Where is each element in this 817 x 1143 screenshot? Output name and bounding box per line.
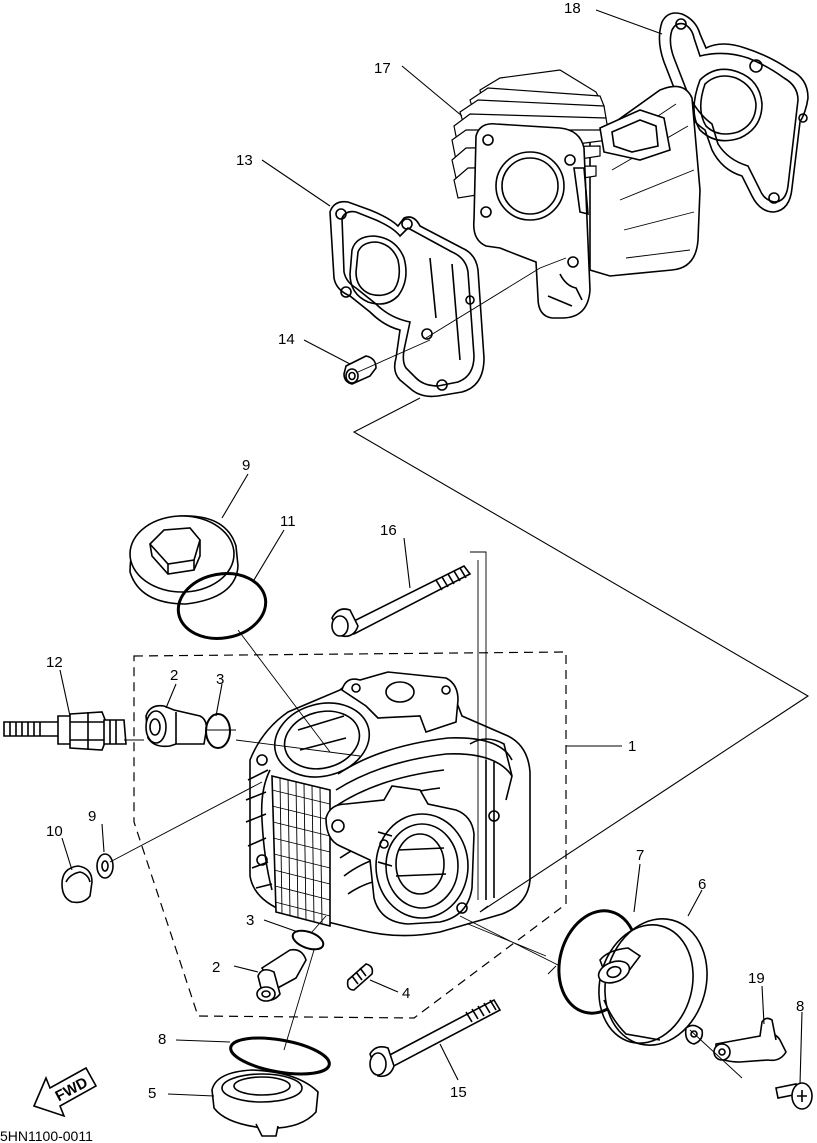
drawing-code: 5HN1100-0011 [0,1128,93,1143]
part-13-gasket [329,200,485,398]
callout-numbers: 18 17 13 14 9 11 16 12 2 3 1 9 10 3 2 4 … [46,0,804,1102]
callout-17: 17 [374,60,391,77]
part-8-cap-top [129,515,239,605]
part-10-washer [96,853,114,879]
callout-1: 1 [628,738,636,755]
callout-9-lower: 8 [158,1031,166,1048]
part-18-gasket [658,12,809,213]
callout-8-top: 9 [242,457,250,474]
callout-5: 6 [698,876,706,893]
part-9-oring-lower [229,1036,331,1076]
callout-12: 12 [46,654,63,671]
callout-15: 15 [450,1084,467,1101]
part-15-bolt [369,998,502,1078]
forward-direction-arrow: FWD [32,1066,98,1118]
callout-16: 16 [380,522,397,539]
part-12-spark-plug [3,711,127,751]
part-1-cylinder-head [133,651,567,1019]
part-11-cap-nut [61,865,93,904]
part-17-cylinder [451,69,701,319]
callout-7: 8 [796,998,804,1015]
part-4-stud [346,963,374,991]
reference-lines [109,257,810,1079]
callout-9-top: 11 [280,513,296,530]
part-2-fitting-upper [145,704,208,748]
callout-3-lower: 3 [246,912,254,929]
callout-leaders [59,9,803,1097]
callout-6: 7 [636,847,644,864]
callout-2-upper: 2 [170,667,178,684]
callout-3-upper: 3 [216,671,224,688]
callout-10: 9 [88,808,96,825]
part-5-cover [597,918,708,1046]
callout-19: 19 [748,970,765,987]
callout-2-lower: 2 [212,959,220,976]
part-16-bolt [331,564,472,638]
part-7-screw [775,1082,813,1110]
part-2-fitting-lower [256,948,307,1002]
part-19-bracket [713,1017,787,1063]
part-3-oring-lower [291,929,325,951]
part-14-dowel-pin [343,355,377,385]
callout-14: 14 [278,331,295,348]
callout-4: 4 [402,985,410,1002]
part-3-oring-upper [205,713,231,749]
callout-13: 13 [236,152,253,169]
part-8-cap-lower [211,1069,319,1137]
part-9-oring-top [176,572,268,640]
callout-11: 10 [46,823,63,840]
hatched-fin-area [271,774,331,928]
callout-8-lower: 5 [148,1085,156,1102]
callout-18: 18 [564,0,581,17]
